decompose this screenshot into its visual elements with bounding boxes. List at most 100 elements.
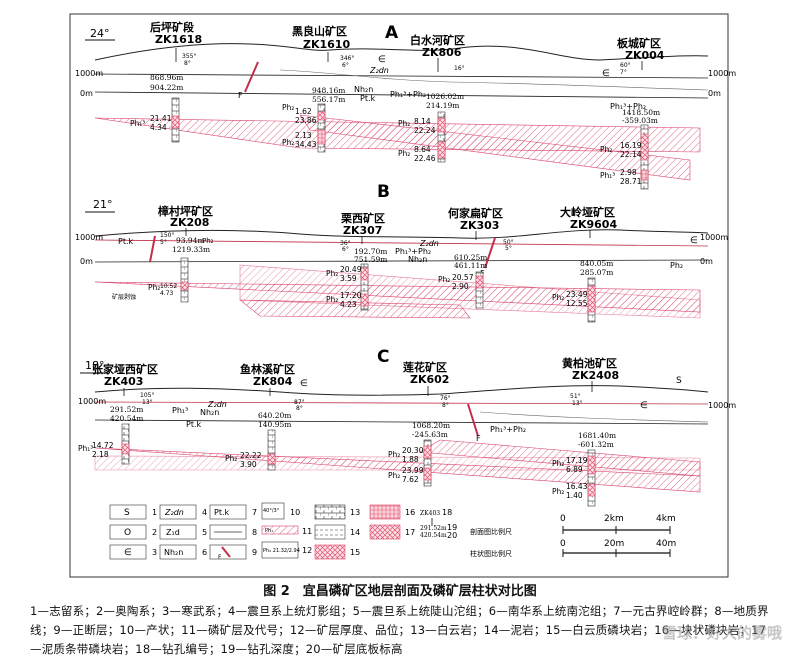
svg-text:461.11m: 461.11m xyxy=(454,261,487,270)
svg-text:1681.40m: 1681.40m xyxy=(578,431,616,440)
svg-text:5°: 5° xyxy=(505,245,512,252)
svg-text:Ph₂: Ph₂ xyxy=(398,149,410,158)
svg-text:0m: 0m xyxy=(700,257,713,266)
svg-text:23.99: 23.99 xyxy=(402,466,424,475)
svg-text:556.17m: 556.17m xyxy=(312,95,345,104)
svg-text:0: 0 xyxy=(560,539,566,549)
svg-text:S: S xyxy=(676,376,682,386)
borehole-zk307: 栗西矿区 ZK307 36° 6° 192.70m 751.59m xyxy=(340,211,387,311)
svg-text:15: 15 xyxy=(350,548,360,557)
svg-text:F: F xyxy=(476,434,481,443)
svg-text:13: 13 xyxy=(350,508,360,517)
legend: S 1 O 2 ∈ 3 Z₂dn 4 Z₁d 5 Nh₂n 6 Pt.k 7 8… xyxy=(109,502,676,561)
svg-text:6: 6 xyxy=(202,548,207,557)
svg-text:剖面图比例尺: 剖面图比例尺 xyxy=(470,527,512,536)
svg-text:2.13: 2.13 xyxy=(295,131,312,140)
svg-text:Z₂dn: Z₂dn xyxy=(164,508,184,517)
svg-text:Ph₁: Ph₁ xyxy=(265,528,273,534)
svg-text:ZK303: ZK303 xyxy=(460,219,499,232)
svg-text:Pt.k: Pt.k xyxy=(118,237,134,246)
svg-text:420.54m: 420.54m xyxy=(420,532,447,539)
svg-text:2km: 2km xyxy=(604,514,624,524)
svg-text:60°: 60° xyxy=(620,62,631,69)
svg-text:ZK307: ZK307 xyxy=(343,224,382,237)
svg-text:76°: 76° xyxy=(440,395,451,402)
svg-text:8°: 8° xyxy=(184,60,191,67)
borehole-zk208: 樟村坪矿区 ZK208 150° 5° 93.94m 1219.33m xyxy=(157,204,213,303)
svg-text:2: 2 xyxy=(152,528,157,537)
svg-text:O: O xyxy=(124,528,131,538)
svg-text:6°: 6° xyxy=(342,246,349,253)
svg-text:樟村坪矿区: 樟村坪矿区 xyxy=(157,204,213,218)
svg-text:大岭垭矿区: 大岭垭矿区 xyxy=(560,205,615,219)
svg-text:285.07m: 285.07m xyxy=(580,268,613,277)
svg-text:20m: 20m xyxy=(604,539,624,549)
svg-text:8.14: 8.14 xyxy=(414,117,431,126)
svg-text:黑良山矿区: 黑良山矿区 xyxy=(292,24,347,38)
svg-text:张家垭西矿区: 张家垭西矿区 xyxy=(92,362,158,376)
ore-value-labels: Ph₂ 10.52 4.73 Ph₂ 20.49 3.59 Ph₂ 17.20 … xyxy=(148,265,588,309)
svg-text:40°/3°: 40°/3° xyxy=(263,508,280,514)
svg-text:50°: 50° xyxy=(503,239,514,246)
svg-text:ZK004: ZK004 xyxy=(625,49,665,62)
svg-text:868.96m: 868.96m xyxy=(150,73,183,82)
svg-text:34.43: 34.43 xyxy=(295,140,317,149)
svg-text:Z₁d: Z₁d xyxy=(166,528,180,537)
ore-value-labels: Ph₁³ 14.72 2.18 Ph₂ 22.22 3.90 Ph₂ 20.30… xyxy=(78,441,588,500)
svg-text:Pt.k: Pt.k xyxy=(186,420,202,429)
borehole-zk804: 鱼林溪矿区 ZK804 87° 8° 640.20m 140.95m xyxy=(240,362,305,471)
svg-text:Nh₂n: Nh₂n xyxy=(354,85,373,94)
svg-text:ZK1610: ZK1610 xyxy=(303,38,350,51)
svg-text:Ph₁³+Ph₂: Ph₁³+Ph₂ xyxy=(610,102,646,111)
svg-text:Ph₂: Ph₂ xyxy=(282,103,294,112)
svg-text:S: S xyxy=(124,508,130,518)
svg-text:40m: 40m xyxy=(656,539,676,549)
terrain-line xyxy=(94,229,709,239)
svg-text:栗西矿区: 栗西矿区 xyxy=(341,211,385,225)
svg-text:346°: 346° xyxy=(340,55,354,62)
svg-text:28.71: 28.71 xyxy=(620,177,642,186)
svg-text:20: 20 xyxy=(447,531,457,540)
svg-text:ZK403: ZK403 xyxy=(104,375,143,388)
section-c: C 18° 1000m 1000m F Z₂dn Ph₁³ Nh₂n Pt.k … xyxy=(78,347,736,507)
svg-text:11: 11 xyxy=(302,527,312,536)
svg-text:Ph₂: Ph₂ xyxy=(552,459,564,468)
svg-text:F: F xyxy=(218,554,222,561)
svg-text:1.40: 1.40 xyxy=(566,491,583,500)
svg-text:Ph₂: Ph₂ xyxy=(202,237,214,245)
svg-text:13°: 13° xyxy=(572,400,583,407)
svg-text:291.52m: 291.52m xyxy=(110,405,143,414)
svg-text:22.24: 22.24 xyxy=(414,126,436,135)
svg-text:16.43: 16.43 xyxy=(566,482,588,491)
svg-text:2.90: 2.90 xyxy=(452,282,469,291)
watermark: 雪球：好大的雾哦 xyxy=(661,624,782,642)
svg-text:16°: 16° xyxy=(454,65,465,72)
svg-text:23.86: 23.86 xyxy=(295,116,317,125)
svg-text:矿层剥蚀: 矿层剥蚀 xyxy=(112,293,136,301)
svg-text:柱状图比例尺: 柱状图比例尺 xyxy=(470,549,512,558)
borehole-zk9604: 大岭垭矿区 ZK9604 840.05m 285.07m xyxy=(560,205,617,323)
svg-text:1000m: 1000m xyxy=(708,69,736,78)
svg-text:8°: 8° xyxy=(296,405,303,412)
svg-text:6°: 6° xyxy=(342,62,349,69)
svg-text:Z₂dn: Z₂dn xyxy=(207,400,227,409)
svg-text:0: 0 xyxy=(560,514,566,524)
svg-text:Ph₂: Ph₂ xyxy=(670,261,683,270)
svg-text:1000m: 1000m xyxy=(700,233,728,242)
ore-layer xyxy=(299,114,691,181)
svg-text:1418.50m: 1418.50m xyxy=(622,108,660,117)
svg-text:∈: ∈ xyxy=(640,401,648,411)
svg-text:8.64: 8.64 xyxy=(414,145,431,154)
svg-text:-359.03m: -359.03m xyxy=(622,116,658,125)
svg-text:Ph₁³: Ph₁³ xyxy=(130,119,145,128)
svg-text:4: 4 xyxy=(202,508,207,517)
axis-1000m: 1000m xyxy=(75,69,103,78)
svg-text:ZK208: ZK208 xyxy=(170,216,209,229)
svg-text:ZK2408: ZK2408 xyxy=(572,369,619,382)
svg-text:13°: 13° xyxy=(142,399,153,406)
svg-text:Ph₁³+Ph₂: Ph₁³+Ph₂ xyxy=(395,247,431,256)
svg-text:2.18: 2.18 xyxy=(92,450,109,459)
svg-text:1000m: 1000m xyxy=(75,233,103,242)
svg-text:355°: 355° xyxy=(182,53,196,60)
svg-text:150°: 150° xyxy=(160,232,174,239)
